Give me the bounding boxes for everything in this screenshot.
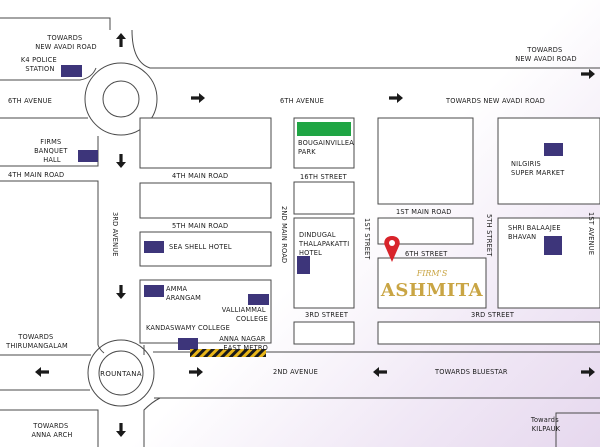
block-6th-4th-main bbox=[139, 117, 272, 169]
label-6th-street: 6TH STREET bbox=[405, 250, 448, 258]
landmark-marker-icon bbox=[178, 338, 198, 350]
block-balaajee bbox=[497, 217, 600, 309]
block-4th-5th-main bbox=[139, 182, 272, 219]
block-16th-street bbox=[293, 181, 355, 215]
label-rountana: ROUNTANA bbox=[100, 370, 142, 378]
label-1st-street: 1ST STREET bbox=[363, 218, 371, 260]
label-3rd-street-right: 3RD STREET bbox=[471, 311, 515, 319]
label-towards-new-avadi-ne: TOWARDS NEW AVADI ROAD bbox=[515, 46, 577, 63]
roundabout-rountana bbox=[87, 339, 155, 407]
label-towards-kilpauk: Towards KILPAUK bbox=[530, 416, 561, 433]
label-2nd-main-road: 2ND MAIN ROAD bbox=[280, 206, 288, 263]
label-sea-shell: SEA SHELL HOTEL bbox=[169, 243, 232, 251]
label-kandaswamy: KANDASWAMY COLLEGE bbox=[146, 324, 230, 332]
label-5th-street: 5TH STREET bbox=[485, 214, 493, 257]
landmark-marker-icon bbox=[78, 150, 98, 162]
label-4th-main-mid: 4TH MAIN ROAD bbox=[172, 172, 228, 180]
landmark-marker-icon bbox=[297, 256, 310, 274]
fourth-main-left-edge-top bbox=[0, 136, 99, 167]
label-towards-new-avadi-road: TOWARDS NEW AVADI ROAD bbox=[445, 97, 545, 105]
landmark-markers bbox=[61, 65, 563, 350]
bougainvillea-park-green bbox=[297, 122, 351, 136]
label-dindugal: DINDUGAL THALAPAKATTI HOTEL bbox=[298, 231, 352, 257]
city-blocks bbox=[139, 117, 600, 345]
new-avadi-road-edge bbox=[131, 29, 600, 69]
metro-construction-icon bbox=[190, 349, 266, 357]
label-towards-thirumangalam: TOWARDS THIRUMANGALAM bbox=[5, 333, 68, 350]
label-amma-arangam: AMMA ARANGAM bbox=[166, 285, 201, 302]
label-anna-nagar-metro: ANNA NAGAR EAST METRO bbox=[219, 335, 268, 352]
label-5th-main-road: 5TH MAIN ROAD bbox=[172, 222, 228, 230]
block-2nd-main-lower bbox=[293, 321, 355, 345]
direction-arrow-icon bbox=[191, 93, 205, 103]
label-3rd-street-left: 3RD STREET bbox=[305, 311, 349, 319]
direction-arrow-icon bbox=[581, 69, 595, 79]
landmark-marker-icon bbox=[544, 143, 563, 156]
label-towards-bluestar: TOWARDS BLUESTAR bbox=[434, 368, 508, 376]
map-labels: TOWARDS NEW AVADI ROAD TOWARDS NEW AVADI… bbox=[5, 34, 595, 439]
kilpauk-edge bbox=[555, 412, 600, 447]
direction-arrow-icon bbox=[116, 285, 126, 299]
label-1st-avenue: 1ST AVENUE bbox=[587, 212, 595, 255]
k4-area-edge bbox=[0, 67, 97, 81]
label-towards-anna-arch: TOWARDS ANNA ARCH bbox=[31, 422, 72, 439]
direction-arrow-icon bbox=[116, 33, 126, 47]
direction-arrow-icon bbox=[389, 93, 403, 103]
label-1st-main-road: 1ST MAIN ROAD bbox=[396, 208, 452, 216]
landmark-marker-icon bbox=[61, 65, 82, 77]
brand-name: ASHMITA bbox=[380, 280, 484, 301]
ashmita-logo: FIRM'S ASHMITA bbox=[380, 269, 484, 301]
block-ashmita bbox=[377, 257, 487, 309]
label-towards-new-avadi-nw: TOWARDS NEW AVADI ROAD bbox=[35, 34, 97, 51]
label-2nd-avenue: 2ND AVENUE bbox=[273, 368, 318, 376]
label-shri-balaajee: SHRI BALAAJEE BHAVAN bbox=[508, 224, 563, 241]
landmark-marker-icon bbox=[544, 236, 562, 255]
label-6th-avenue-left: 6TH AVENUE bbox=[8, 97, 52, 105]
label-valliammal: VALLIAMMAL COLLEGE bbox=[222, 306, 268, 323]
block-3rd-street-right bbox=[377, 321, 600, 345]
roundabout-top bbox=[84, 62, 158, 136]
direction-arrow-icon bbox=[189, 367, 203, 377]
label-4th-main-left: 4TH MAIN ROAD bbox=[8, 171, 64, 179]
label-k4-police: K4 POLICE STATION bbox=[21, 56, 59, 73]
brand-top: FIRM'S bbox=[416, 269, 448, 278]
label-6th-avenue-mid: 6TH AVENUE bbox=[280, 97, 324, 105]
landmark-marker-icon bbox=[248, 294, 269, 305]
landmark-marker-icon bbox=[144, 241, 164, 253]
label-firms-hall: FIRMS BANQUET HALL bbox=[34, 138, 70, 164]
landmark-marker-icon bbox=[144, 285, 164, 297]
anna-arch-right bbox=[143, 397, 161, 447]
rountana-left-top bbox=[97, 344, 105, 354]
label-nilgiris: NILGIRIS SUPER MARKET bbox=[511, 160, 565, 177]
block-nilgiris bbox=[497, 117, 600, 205]
direction-arrow-icon bbox=[581, 367, 595, 377]
label-16th-street: 16TH STREET bbox=[300, 173, 348, 181]
direction-arrow-icon bbox=[116, 154, 126, 168]
towards-new-avadi-top-left bbox=[0, 17, 111, 30]
direction-arrows bbox=[35, 33, 595, 437]
anna-arch-left bbox=[0, 409, 99, 447]
fourth-main-left-edge-bottom bbox=[0, 180, 99, 345]
direction-arrow-icon bbox=[116, 423, 126, 437]
location-pin-icon bbox=[384, 236, 400, 262]
block-1st-main-top bbox=[377, 117, 474, 205]
direction-arrow-icon bbox=[373, 367, 387, 377]
label-3rd-avenue: 3RD AVENUE bbox=[111, 212, 119, 257]
direction-arrow-icon bbox=[35, 367, 49, 377]
label-bougainvillea: BOUGAINVILLEA PARK bbox=[298, 139, 356, 156]
